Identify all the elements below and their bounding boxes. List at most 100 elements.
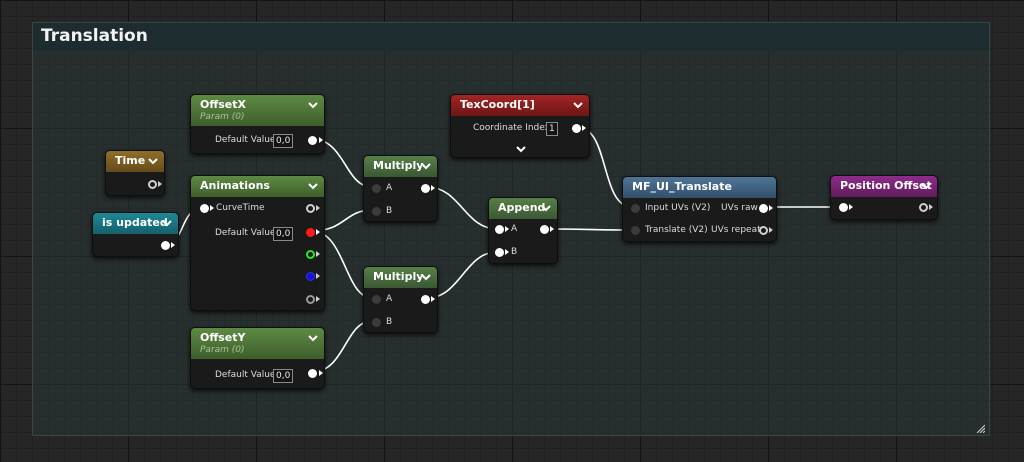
node-mf-ui-translate[interactable]: MF_UI_Translate Input UVs (V2) UVs raw T… [622, 176, 777, 242]
default-value-label: Default Value [215, 228, 276, 238]
output-pin[interactable] [540, 225, 549, 234]
node-is-updated-header[interactable]: is updated [93, 213, 178, 234]
node-mf-ui-translate-header[interactable]: MF_UI_Translate [623, 177, 776, 198]
node-animations[interactable]: Animations CurveTime Default Value 0,0 [190, 175, 325, 311]
output-arrow-icon [316, 296, 320, 302]
default-value-label: Default Value [215, 370, 276, 380]
curvetime-input-pin[interactable] [200, 204, 209, 213]
node-multiply-1-title: Multiply [373, 159, 424, 172]
alpha-channel-pin[interactable] [306, 295, 315, 304]
node-time[interactable]: Time [105, 150, 165, 196]
chevron-down-icon[interactable] [162, 218, 172, 228]
node-is-updated-title: is updated [102, 216, 168, 229]
input-uvs-pin[interactable] [631, 204, 640, 213]
node-multiply-2-title: Multiply [373, 270, 424, 283]
comment-title: Translation [41, 26, 148, 46]
translate-input-pin[interactable] [631, 226, 640, 235]
node-texcoord[interactable]: TexCoord[1] Coordinate Index 1 [450, 94, 590, 158]
node-animations-title: Animations [200, 179, 270, 192]
coordinate-index-input[interactable]: 1 [546, 122, 558, 136]
node-mf-ui-translate-title: MF_UI_Translate [632, 180, 732, 193]
node-multiply-2-header[interactable]: Multiply [364, 267, 437, 288]
node-append[interactable]: Append A B [488, 197, 558, 264]
comment-title-bar[interactable]: Translation [33, 23, 989, 51]
node-texcoord-title: TexCoord[1] [460, 98, 535, 111]
input-arrow-icon [505, 249, 509, 255]
node-multiply-2[interactable]: Multiply A B [363, 266, 438, 333]
default-value-input[interactable]: 0,0 [273, 227, 294, 241]
input-a-label: A [386, 183, 393, 193]
uvs-repeat-output-pin[interactable] [759, 226, 768, 235]
input-b-pin[interactable] [372, 318, 381, 327]
input-b-pin[interactable] [372, 207, 381, 216]
node-animations-header[interactable]: Animations [191, 176, 324, 197]
output-pin[interactable] [421, 184, 430, 193]
output-arrow-icon [550, 226, 554, 232]
output-pin[interactable] [148, 180, 157, 189]
output-pin[interactable] [572, 124, 581, 133]
chevron-down-icon[interactable] [308, 181, 318, 191]
input-pin[interactable] [839, 203, 848, 212]
coordinate-index-label: Coordinate Index [473, 123, 550, 133]
output-arrow-icon [431, 296, 435, 302]
chevron-down-icon[interactable] [308, 100, 318, 110]
resize-grip-icon[interactable] [975, 423, 985, 433]
node-position-offset-header[interactable]: Position Offset [831, 176, 937, 197]
input-a-pin[interactable] [495, 225, 504, 234]
node-offset-x-subtitle: Param (0) [200, 112, 245, 122]
green-channel-pin[interactable] [306, 250, 315, 259]
chevron-down-icon[interactable] [148, 156, 158, 166]
output-pin[interactable] [421, 295, 430, 304]
uvs-raw-output-pin[interactable] [759, 204, 768, 213]
input-arrow-icon [210, 205, 214, 211]
output-arrow-icon [929, 204, 933, 210]
chevron-down-icon[interactable] [421, 272, 431, 282]
input-a-pin[interactable] [372, 184, 381, 193]
chevron-down-icon[interactable] [573, 100, 583, 110]
default-value-input[interactable]: 0,0 [273, 134, 294, 148]
red-channel-pin[interactable] [306, 228, 315, 237]
output-arrow-icon [319, 370, 323, 376]
node-texcoord-header[interactable]: TexCoord[1] [451, 95, 589, 116]
node-offset-x[interactable]: OffsetX Param (0) Default Value 0,0 [190, 94, 325, 154]
node-offset-y[interactable]: OffsetY Param (0) Default Value 0,0 [190, 327, 325, 389]
node-append-header[interactable]: Append [489, 198, 557, 219]
node-offset-y-title: OffsetY [200, 331, 246, 344]
output-pin[interactable] [308, 369, 317, 378]
output-arrow-icon [171, 242, 175, 248]
chevron-down-icon[interactable] [921, 181, 931, 191]
node-time-header[interactable]: Time [106, 151, 164, 172]
input-b-pin[interactable] [495, 248, 504, 257]
chevron-down-icon[interactable] [421, 161, 431, 171]
default-value-input[interactable]: 0,0 [273, 369, 294, 383]
input-arrow-icon [505, 226, 509, 232]
node-multiply-1[interactable]: Multiply A B [363, 155, 438, 222]
output-arrow-icon [316, 229, 320, 235]
node-offset-x-header[interactable]: OffsetX Param (0) [191, 95, 324, 126]
output-arrow-icon [769, 227, 773, 233]
output-pin[interactable] [306, 204, 315, 213]
node-offset-y-header[interactable]: OffsetY Param (0) [191, 328, 324, 359]
uvs-repeat-label: UVs repeat [711, 225, 761, 235]
chevron-down-icon[interactable] [308, 333, 318, 343]
output-pin[interactable] [919, 203, 928, 212]
uvs-raw-label: UVs raw [721, 203, 758, 213]
output-arrow-icon [431, 185, 435, 191]
node-time-title: Time [115, 154, 146, 167]
chevron-down-icon[interactable] [541, 203, 551, 213]
output-arrow-icon [316, 251, 320, 257]
output-arrow-icon [316, 273, 320, 279]
output-pin[interactable] [308, 136, 317, 145]
default-value-label: Default Value [215, 135, 276, 145]
wire-append-translate [545, 228, 633, 231]
output-pin[interactable] [161, 241, 170, 250]
input-a-label: A [511, 224, 518, 234]
input-a-pin[interactable] [372, 295, 381, 304]
blue-channel-pin[interactable] [306, 272, 315, 281]
node-multiply-1-header[interactable]: Multiply [364, 156, 437, 177]
node-append-title: Append [498, 201, 546, 214]
expand-chevron-icon[interactable] [516, 145, 526, 153]
translate-label: Translate (V2) [645, 225, 708, 235]
node-position-offset[interactable]: Position Offset [830, 175, 938, 220]
node-is-updated[interactable]: is updated [92, 212, 179, 257]
